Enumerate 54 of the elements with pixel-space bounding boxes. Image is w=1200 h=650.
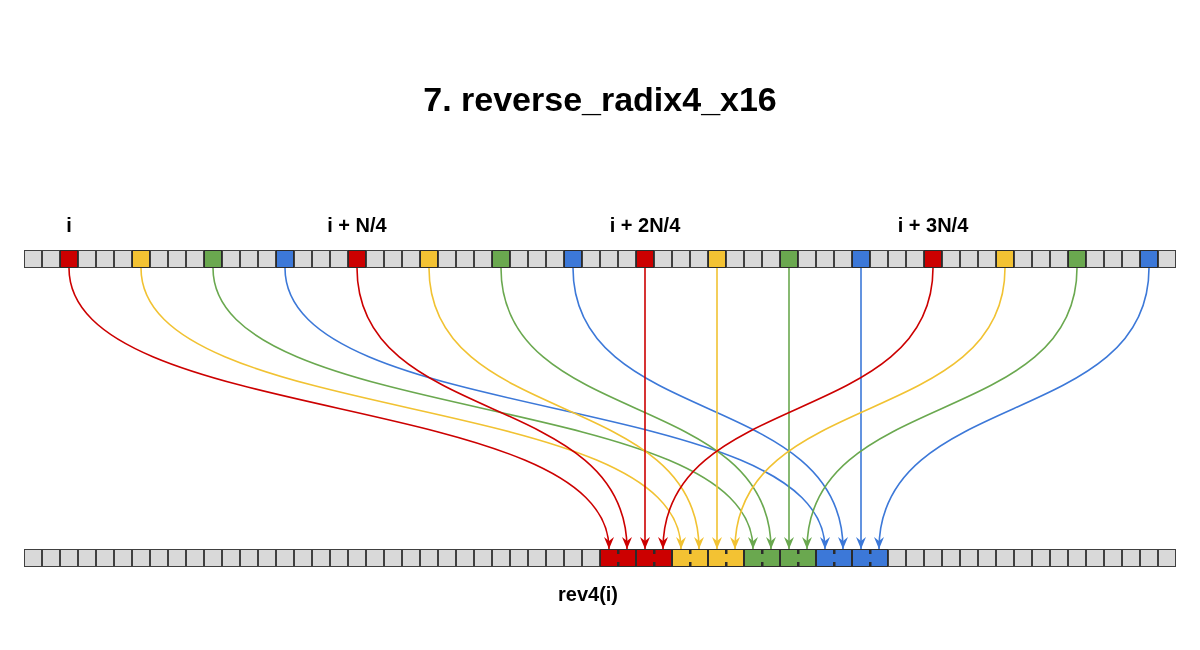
array-cell	[672, 549, 690, 567]
array-cell	[420, 250, 438, 268]
index-label: i	[66, 214, 72, 237]
arrow	[500, 267, 775, 550]
arrow	[640, 267, 650, 550]
index-label: rev4(i)	[558, 583, 618, 606]
array-cell	[204, 250, 222, 268]
index-label: i + N/4	[327, 214, 387, 237]
arrow	[68, 267, 611, 550]
array-cell	[780, 549, 798, 567]
array-cell	[564, 250, 582, 268]
index-label: i + 2N/4	[609, 214, 681, 237]
arrow	[572, 267, 847, 550]
arrow	[875, 267, 1150, 550]
arrow	[140, 267, 683, 550]
array-cell	[276, 250, 294, 268]
array-cell	[492, 250, 510, 268]
array-cell	[708, 250, 726, 268]
arrow	[212, 267, 755, 550]
arrow	[356, 267, 631, 550]
array-cell	[132, 250, 150, 268]
diagram-title: 7. reverse_radix4_x16	[423, 80, 777, 120]
arrow	[731, 267, 1006, 550]
array-cell	[636, 250, 654, 268]
array-cell	[1140, 250, 1158, 268]
array-cell	[798, 549, 816, 567]
array-cell	[996, 250, 1014, 268]
arrow	[712, 267, 722, 550]
array-cell	[654, 549, 672, 567]
arrow	[784, 267, 794, 550]
array-cell	[690, 549, 708, 567]
array-cell	[726, 549, 744, 567]
array-cell	[708, 549, 726, 567]
arrow	[659, 267, 934, 550]
array-cell	[600, 549, 618, 567]
array-cell	[636, 549, 654, 567]
array-cell	[348, 250, 366, 268]
array-cell	[744, 549, 762, 567]
arrow	[284, 267, 827, 550]
array-cell	[870, 549, 888, 567]
array-cell	[780, 250, 798, 268]
array-cell	[816, 549, 834, 567]
array-cell	[924, 250, 942, 268]
array-cell	[60, 250, 78, 268]
index-label: i + 3N/4	[897, 214, 969, 237]
array-cell	[852, 549, 870, 567]
array-cell	[762, 549, 780, 567]
array-cell	[1068, 250, 1086, 268]
array-cell	[834, 549, 852, 567]
array-cell	[618, 549, 636, 567]
arrow	[856, 267, 866, 550]
array-cell	[852, 250, 870, 268]
arrow	[803, 267, 1078, 550]
arrow	[428, 267, 703, 550]
